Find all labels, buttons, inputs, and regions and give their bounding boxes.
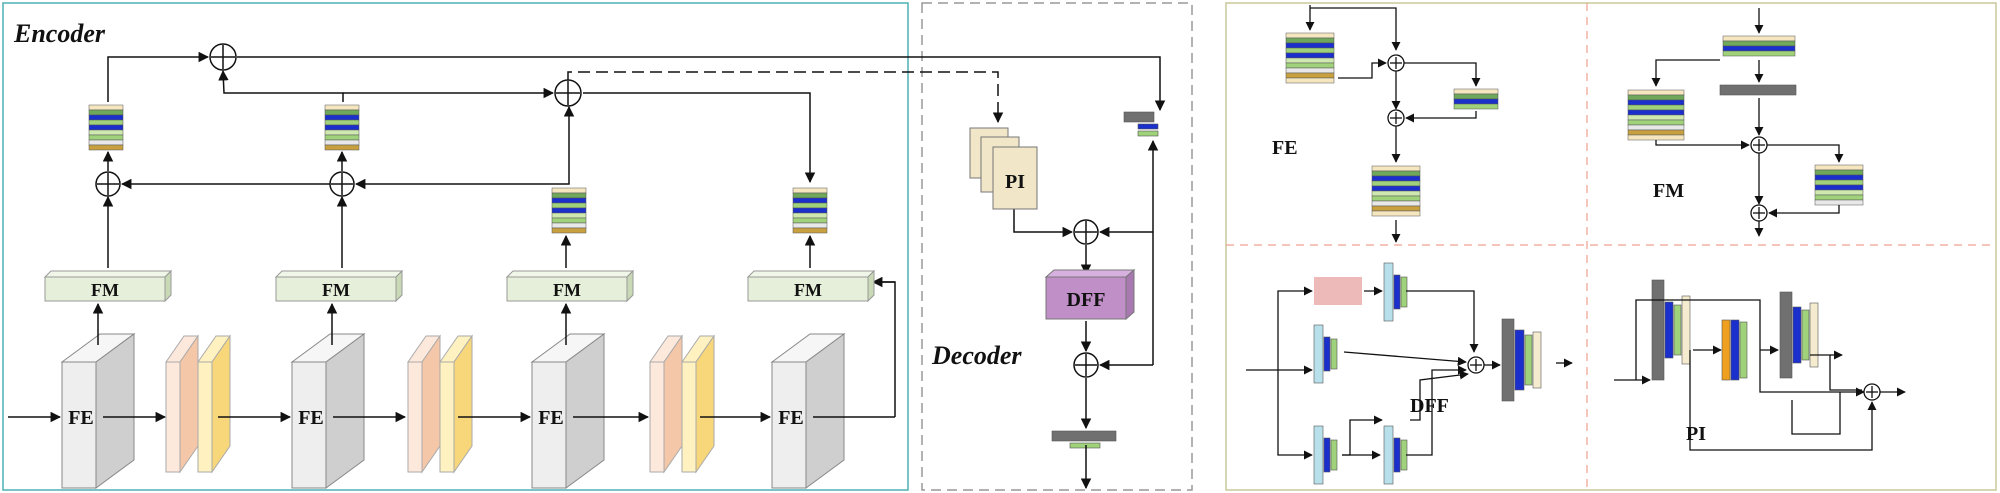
detail-fe-connections xyxy=(1305,5,1481,243)
decoder-out-bar xyxy=(1051,430,1117,442)
detail-panel xyxy=(1225,2,1997,491)
pi-label: PI xyxy=(1005,171,1025,193)
feature-slab-pair xyxy=(165,334,231,474)
fe-block: FE xyxy=(530,333,606,489)
feature-slab-pair xyxy=(407,334,473,474)
detail-dff-connections xyxy=(1246,286,1573,460)
dff-output xyxy=(1501,318,1542,402)
feature-stack xyxy=(792,187,828,234)
dff-label: DFF xyxy=(1067,289,1106,311)
detail-fm-title: FM xyxy=(1653,180,1684,202)
pi-stage-1 xyxy=(1651,279,1691,381)
encoder-panel xyxy=(2,2,909,491)
fe-label: FE xyxy=(298,407,324,429)
encoder-flow-arrows xyxy=(8,195,896,423)
dff-attention-block xyxy=(1314,277,1362,305)
dff-branch-3a xyxy=(1313,425,1338,485)
fm-label: FM xyxy=(91,280,119,300)
fm-label: FM xyxy=(794,280,822,300)
detail-stack xyxy=(1371,165,1421,217)
encoder-connections xyxy=(95,43,1166,197)
dff-block xyxy=(1044,268,1136,321)
feature-stack xyxy=(88,104,124,151)
detail-pi-connections xyxy=(1614,299,1906,451)
detail-stack xyxy=(1722,35,1796,57)
pi-stage-3 xyxy=(1779,291,1819,379)
feature-stack xyxy=(551,187,587,234)
feature-stack xyxy=(324,104,360,151)
detail-fm-connections xyxy=(1651,8,1844,237)
fe-block: FE xyxy=(290,333,366,489)
dff-branch-1 xyxy=(1383,262,1408,322)
pi-block xyxy=(969,127,1038,210)
detail-fe-title: FE xyxy=(1272,137,1298,159)
fe-block: FE xyxy=(770,333,846,489)
fm-label: FM xyxy=(322,280,350,300)
fe-label: FE xyxy=(778,407,804,429)
decoder-panel xyxy=(921,2,1193,491)
dff-branch-2 xyxy=(1313,324,1338,384)
decoder-top-blue xyxy=(1137,123,1159,130)
fe-label: FE xyxy=(538,407,564,429)
detail-pi-title: PI xyxy=(1686,423,1706,445)
detail-stack xyxy=(1814,164,1864,206)
fm-block: FM xyxy=(274,269,404,303)
decoder-out-green xyxy=(1069,442,1101,449)
decoder-top-green xyxy=(1137,130,1159,137)
detail-dff-title: DFF xyxy=(1410,395,1449,417)
dff-branch-3b xyxy=(1383,425,1408,485)
decoder-title: Decoder xyxy=(931,341,1022,370)
fe-label: FE xyxy=(68,407,94,429)
detail-stack xyxy=(1285,32,1335,84)
detail-fm-grey xyxy=(1719,84,1797,96)
detail-stack xyxy=(1627,89,1685,141)
encoder-title: Encoder xyxy=(13,19,106,48)
fm-block: FM xyxy=(746,269,876,303)
fm-block: FM xyxy=(505,269,635,303)
detail-stack xyxy=(1453,88,1499,110)
fm-block: FM xyxy=(43,269,173,303)
fe-block: FE xyxy=(60,333,136,489)
decoder-connections xyxy=(1013,139,1159,490)
feature-slab-pair xyxy=(649,334,715,474)
decoder-top-bar xyxy=(1123,111,1155,123)
fm-label: FM xyxy=(553,280,581,300)
pi-stage-2 xyxy=(1721,319,1748,381)
